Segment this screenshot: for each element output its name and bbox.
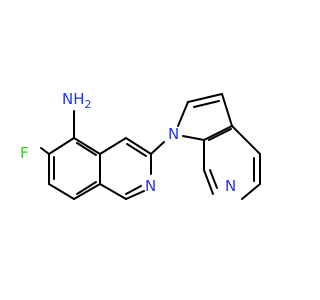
double-bond-n-c7: [209, 169, 218, 189]
double-bond-c7-c8: [76, 181, 97, 195]
bond-c3a-c7a: [203, 125, 233, 141]
bond-c3a-c4: [231, 125, 261, 155]
bond-n2-c1: [125, 190, 145, 200]
double-bond-c4a-c5: [76, 142, 97, 156]
isoquinoline-n-label: N: [145, 177, 156, 195]
bond-c5-c6: [241, 183, 261, 200]
double-bond-n2-c1: [125, 185, 142, 195]
double-bond-c3a-c7a: [208, 128, 232, 141]
bond-c5-c6: [48, 137, 75, 155]
amine-label: NH2: [62, 90, 92, 111]
molecule-canvas: NH2 F N N N: [0, 0, 300, 300]
bond-c4a-c4: [99, 137, 127, 155]
pyrrole-n-label: N: [168, 125, 179, 143]
double-bond-c4-c3: [126, 143, 147, 157]
double-bond-c2-c3: [193, 100, 220, 108]
bond-c2-c3: [187, 93, 223, 103]
bond-n-c7: [203, 169, 214, 195]
bond-c4-c3: [125, 137, 152, 155]
fluorine-bond: [40, 147, 50, 155]
bond-n1-c2: [177, 101, 189, 127]
bond-c1-c8a: [99, 183, 127, 200]
bond-c7a-n1: [182, 135, 205, 141]
bond-c8-c8a: [73, 183, 101, 200]
molecule-structure: NH2 F N N N: [0, 0, 300, 300]
bond-c3-c3a: [221, 93, 233, 127]
bond-c4a-c5: [73, 137, 101, 155]
bond-group: [40, 93, 261, 200]
fluorine-label: F: [20, 144, 29, 162]
bond-c7-c8: [48, 183, 75, 200]
background: [0, 0, 300, 300]
pyridine-n-label: N: [225, 177, 236, 195]
bond-c3-n1: [150, 141, 165, 155]
